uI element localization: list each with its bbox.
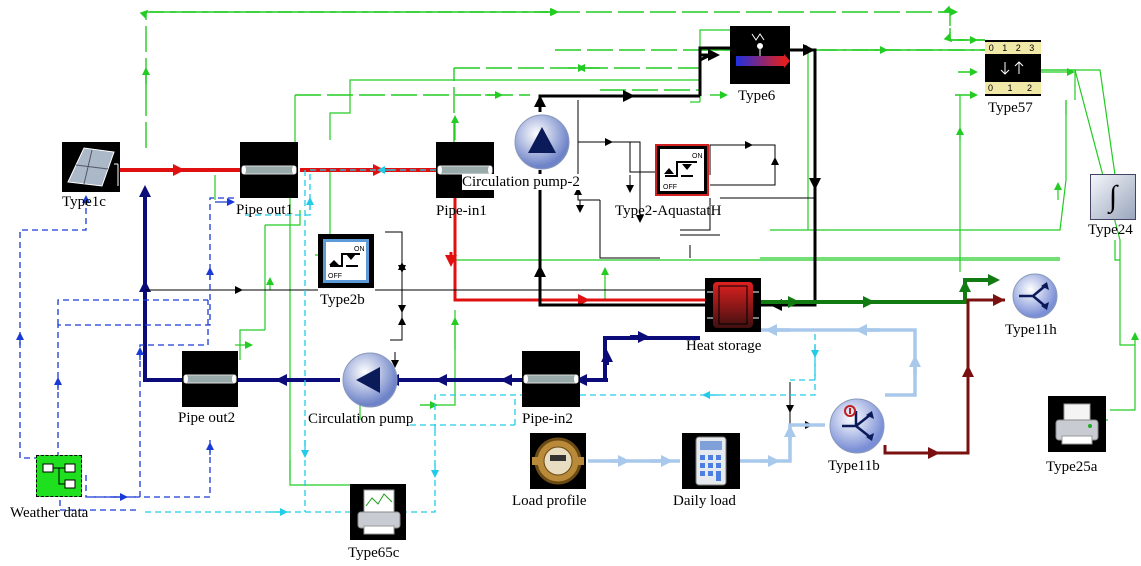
pipe-icon [182,351,238,407]
pipe-in1-label: Pipe-in1 [436,203,487,219]
load-profile-label: Load profile [512,493,587,509]
type57-label: Type57 [988,100,1033,116]
type11h-component[interactable] [1005,272,1065,320]
printer-icon [1048,396,1106,452]
type1c-label: Type1c [62,194,106,210]
mixing-valve-icon [826,397,888,455]
type65c-label: Type65c [348,545,400,561]
type2b-on-text: ON [354,246,365,253]
type11b-label: Type11b [828,458,880,474]
circulation-pump-2-label: Circulation pump-2 [462,174,580,190]
integrator-icon: ∫ [1090,174,1136,220]
integral-symbol: ∫ [1108,180,1118,213]
load-profile-component[interactable] [530,433,586,489]
pipe-out1-component[interactable] [240,142,298,198]
top-scale: 0 1 2 3 [985,42,1041,54]
type25a-label: Type25a [1046,459,1098,475]
pipe-out2-label: Pipe out2 [178,410,236,426]
pipe-in2-component[interactable] [522,351,580,407]
storage-tank-icon [705,278,761,332]
type2b-component[interactable]: ON OFF [318,234,374,288]
aquastat-on-text: ON [692,153,703,160]
controller-icon: ON OFF [655,144,709,196]
pipe-out2-component[interactable] [182,351,238,407]
daily-load-component[interactable] [682,433,740,489]
weather-data-component[interactable] [36,455,82,497]
type57-component[interactable]: 0 1 2 3 0 1 2 [985,40,1041,96]
heat-storage-component[interactable] [705,278,761,332]
pump-icon [340,352,400,408]
circulation-pump-2-component[interactable] [512,113,572,171]
circulation-pump-component[interactable] [340,352,400,408]
type6-label: Type6 [738,88,776,104]
bottom-scale: 0 1 2 [985,82,1041,94]
type6-component[interactable] [730,26,790,84]
type1c-component[interactable] [62,142,120,192]
type11h-label: Type11h [1005,322,1057,338]
auxiliary-heater-icon [730,26,790,84]
pipe-icon [240,142,298,198]
pipe-in2-label: Pipe-in2 [522,411,573,427]
weather-data-icon [36,455,82,497]
meter-icon [530,433,586,489]
pipe-icon [522,351,580,407]
type2-aquastat-component[interactable]: ON OFF [655,144,709,196]
solar-collector-icon [62,142,120,192]
type24-component[interactable]: ∫ [1090,174,1136,220]
daily-load-label: Daily load [673,493,736,509]
unit-converter-icon: 0 1 2 3 0 1 2 [985,40,1041,96]
diverter-icon [1005,272,1065,320]
type2b-label: Type2b [320,292,365,308]
type24-label: Type24 [1088,222,1133,238]
type2-aquastat-label: Type2-AquastatH [615,203,722,219]
pipe-out1-label: Pipe out1 [236,202,294,218]
controller-icon: ON OFF [318,234,374,288]
type65c-component[interactable] [350,484,406,540]
aquastat-off-text: OFF [663,184,677,191]
circulation-pump-label: Circulation pump [308,411,414,427]
type11b-component[interactable] [826,397,888,455]
calculator-icon [682,433,740,489]
online-plotter-icon [350,484,406,540]
type25a-component[interactable] [1048,396,1106,452]
pump-icon [512,113,572,171]
type2b-off-text: OFF [328,273,342,280]
weather-data-label: Weather data [10,505,89,521]
heat-storage-label: Heat storage [686,338,762,354]
